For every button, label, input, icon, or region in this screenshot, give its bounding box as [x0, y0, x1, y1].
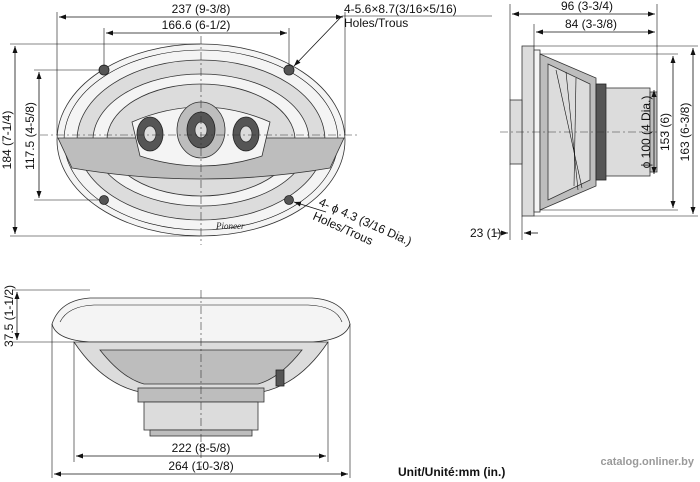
leader-round-holes [293, 201, 327, 213]
mount-hole-top-right [283, 64, 295, 76]
side-flange-lip [533, 49, 541, 213]
mount-hole-bottom-right [284, 195, 294, 205]
bottom-view: 37.5 (1-1/2) 222 (8-5/8) 264 (10-3/8) [2, 285, 351, 478]
front-tweeter-right-dome [239, 125, 253, 143]
dim-side-height-label: 163 (6-3/8) [678, 103, 692, 162]
side-view: 96 (3-3/4) 84 (3-3/8) 163 (6-3/8) 153 (6… [470, 0, 698, 240]
leader-slot-holes [293, 15, 343, 67]
front-view: Pioneer 237 (9-3/8) 166.6 (6-1/2) 184 (7… [0, 2, 492, 248]
dim-bottom-inner-width-label: 222 (8-5/8) [172, 441, 231, 455]
dim-bottom-height-label: 37.5 (1-1/2) [2, 285, 16, 347]
bottom-terminal [275, 369, 285, 387]
mount-hole-bottom-left [99, 195, 109, 205]
dim-side-inner-height-label: 153 (6) [658, 113, 672, 151]
bottom-rim-inner [59, 304, 343, 323]
dim-side-magnet-label: ϕ 100 (4 Dia.) [639, 96, 653, 169]
dim-front-inner-height-label: 117.5 (4-5/8) [23, 102, 37, 170]
watermark: catalog.onliner.by [600, 456, 694, 468]
dim-front-height-label: 184 (7-1/4) [0, 111, 14, 170]
dim-side-depth-label: 96 (3-3/4) [561, 0, 613, 13]
front-tweeter-left-dome [143, 125, 157, 143]
units-label: Unit/Unité:mm (in.) [398, 465, 505, 479]
dim-side-flange-label: 23 (1) [470, 226, 501, 240]
bottom-rim [51, 297, 351, 343]
slot-holes-label: 4-5.6×8.7(3/16×5/16) [344, 2, 457, 16]
dim-front-width-label: 237 (9-3/8) [172, 2, 231, 16]
slot-holes-sub: Holes/Trous [344, 16, 408, 30]
mount-hole-top-left [98, 64, 110, 76]
dim-hole-spacing-label: 166.6 (6-1/2) [162, 18, 231, 32]
front-brand-logo: Pioneer [215, 221, 245, 231]
side-flange [521, 45, 535, 217]
dim-bottom-width-label: 264 (10-3/8) [168, 459, 233, 473]
dim-side-mount-depth-label: 84 (3-3/8) [565, 17, 617, 31]
